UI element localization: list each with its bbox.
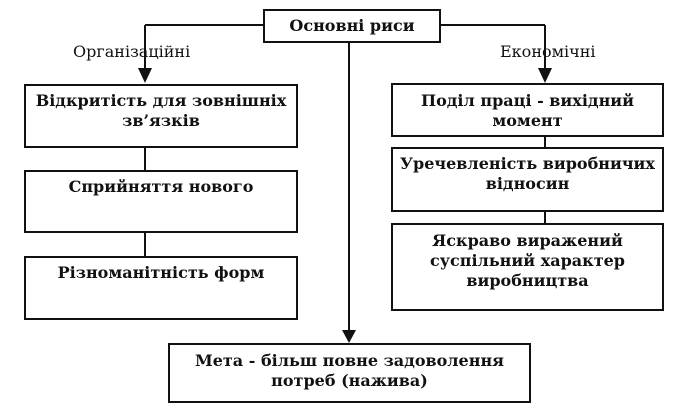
root-label: Основні риси xyxy=(289,16,415,35)
left-box-openness-line2: зв’язків xyxy=(122,111,200,130)
left-box-openness-line1: Відкритість для зовнішніх xyxy=(35,91,287,110)
right-box-division-line1: Поділ праці - вихідний xyxy=(420,91,635,110)
left-branch-label: Організаційні xyxy=(73,42,191,61)
left-box-perception-line1: Сприйняття нового xyxy=(68,177,254,196)
arrowhead-goal xyxy=(342,330,356,343)
right-box-social-line3: виробництва xyxy=(466,271,589,290)
arrowhead-right xyxy=(538,68,552,83)
right-box-social-line1: Яскраво виражений xyxy=(432,231,623,250)
left-box-openness: Відкритість для зовнішніх зв’язків xyxy=(24,84,298,148)
right-branch-label: Економічні xyxy=(500,42,596,61)
right-box-division-line2: момент xyxy=(492,111,563,130)
right-box-reification-line1: Уречевленість виробничих xyxy=(400,154,655,173)
left-box-diversity: Різноманітність форм xyxy=(24,256,298,320)
right-box-division-of-labour: Поділ праці - вихідний момент xyxy=(391,83,664,137)
right-box-reification-line2: відносин xyxy=(485,174,570,193)
right-box-social-character: Яскраво виражений суспільний характер ви… xyxy=(391,223,664,311)
left-box-perception: Сприйняття нового xyxy=(24,170,298,233)
goal-line2: потреб (нажива) xyxy=(271,371,428,390)
root-box: Основні риси xyxy=(263,9,441,43)
right-box-social-line2: суспільний характер xyxy=(430,251,625,270)
goal-line1: Мета - більш повне задоволення xyxy=(195,351,504,370)
goal-box: Мета - більш повне задоволення потреб (н… xyxy=(168,343,531,403)
right-box-reification: Уречевленість виробничих відносин xyxy=(391,147,664,212)
left-box-diversity-line1: Різноманітність форм xyxy=(57,263,265,282)
arrowhead-left xyxy=(138,68,152,83)
